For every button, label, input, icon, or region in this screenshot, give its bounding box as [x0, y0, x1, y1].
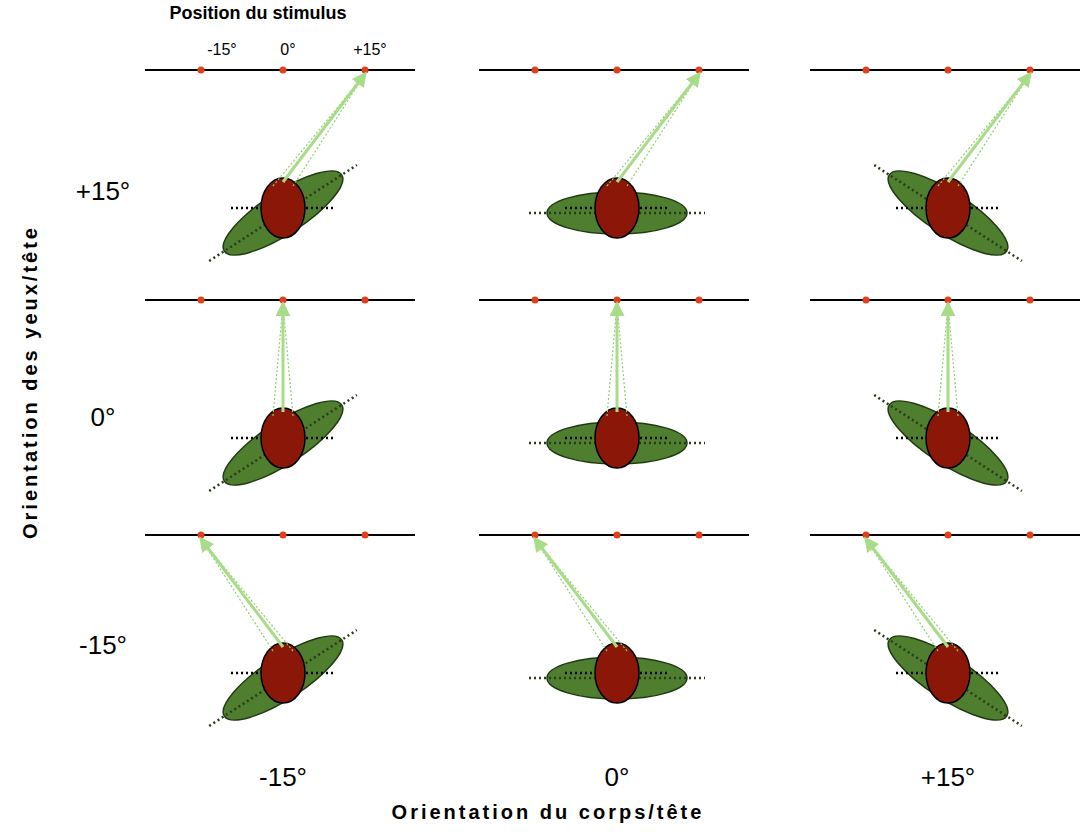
stimulus-dot — [198, 67, 205, 74]
tick-label: -15° — [207, 41, 237, 59]
head — [595, 408, 639, 468]
stimulus-dot — [1027, 297, 1034, 304]
stimulus-dot — [1027, 67, 1034, 74]
head-body-figure — [810, 297, 1080, 509]
body — [198, 147, 368, 278]
column-label: 0° — [605, 763, 630, 792]
gaze-arrow — [866, 539, 948, 647]
head — [261, 178, 305, 238]
stimulus-dot — [614, 297, 621, 304]
stimulus-dot — [696, 297, 703, 304]
stimulus-dot — [945, 297, 952, 304]
row-label: -15° — [79, 631, 127, 660]
stimulus-dot — [945, 67, 952, 74]
gaze-arrow — [947, 304, 950, 412]
stimulus-dot — [1027, 532, 1034, 539]
stimulus-dot — [280, 297, 287, 304]
axis-title: Orientation des yeux/tête — [19, 225, 41, 539]
gaze-arrow — [617, 74, 699, 182]
head-body-figure — [145, 532, 415, 744]
body — [198, 612, 368, 743]
gaze-edge — [535, 539, 627, 651]
tick-label: 0° — [280, 41, 295, 59]
gaze-edge — [535, 539, 607, 651]
gaze-edge — [293, 74, 365, 186]
stimulus-dot — [863, 532, 870, 539]
head-body-figure — [479, 67, 749, 239]
stimulus-dot — [614, 67, 621, 74]
gaze-edge — [627, 74, 699, 186]
column-label: -15° — [259, 763, 307, 792]
stimulus-dot — [532, 297, 539, 304]
stimulus-dot — [362, 532, 369, 539]
body — [863, 612, 1033, 743]
stimulus-dot — [362, 297, 369, 304]
head-body-figure — [479, 297, 749, 469]
gaze-edge — [948, 304, 958, 416]
tick-label: +15° — [353, 41, 387, 59]
body — [863, 147, 1033, 278]
head — [926, 643, 970, 703]
gaze-edge — [866, 539, 958, 651]
gaze-edge — [283, 304, 293, 416]
gaze-arrow — [201, 539, 283, 647]
gaze-arrow — [283, 74, 365, 182]
gaze-edge — [273, 74, 365, 186]
head-body-figure — [145, 297, 415, 509]
axis-title: Position du stimulus — [169, 4, 346, 24]
stimulus-dot — [198, 532, 205, 539]
stimulus-dot — [198, 297, 205, 304]
stimulus-dot — [532, 532, 539, 539]
gaze-edge — [273, 304, 283, 416]
gaze-edge — [866, 539, 938, 651]
gaze-edge — [607, 74, 699, 186]
gaze-edge — [607, 304, 617, 416]
head-body-figure — [479, 532, 749, 704]
column-label: +15° — [921, 763, 976, 792]
axis-title: Orientation du corps/tête — [392, 801, 705, 823]
stimulus-dot — [696, 532, 703, 539]
gaze-edge — [958, 74, 1030, 186]
stimulus-dot — [362, 67, 369, 74]
gaze-edge — [201, 539, 273, 651]
head — [595, 178, 639, 238]
stimulus-dot — [863, 297, 870, 304]
head-body-figure — [810, 67, 1080, 279]
gaze-edge — [201, 539, 293, 651]
head — [926, 408, 970, 468]
stimulus-dot — [945, 532, 952, 539]
stimulus-dot — [280, 67, 287, 74]
stimulus-dot — [280, 532, 287, 539]
head — [261, 643, 305, 703]
gaze-arrow — [948, 74, 1030, 182]
stimulus-dot — [696, 67, 703, 74]
head — [926, 178, 970, 238]
head — [261, 408, 305, 468]
gaze-edge — [938, 74, 1030, 186]
gaze-edge — [938, 304, 948, 416]
head-body-figure — [810, 532, 1080, 744]
gaze-arrow — [282, 304, 285, 412]
stimulus-dot — [863, 67, 870, 74]
row-label: +15° — [76, 177, 131, 206]
gaze-arrow — [616, 304, 619, 412]
gaze-edge — [617, 304, 627, 416]
stimulus-dot — [614, 532, 621, 539]
stimulus-dot — [532, 67, 539, 74]
row-label: 0° — [91, 403, 116, 432]
head-body-figure — [145, 67, 415, 279]
gaze-arrow — [535, 539, 617, 647]
head — [595, 643, 639, 703]
